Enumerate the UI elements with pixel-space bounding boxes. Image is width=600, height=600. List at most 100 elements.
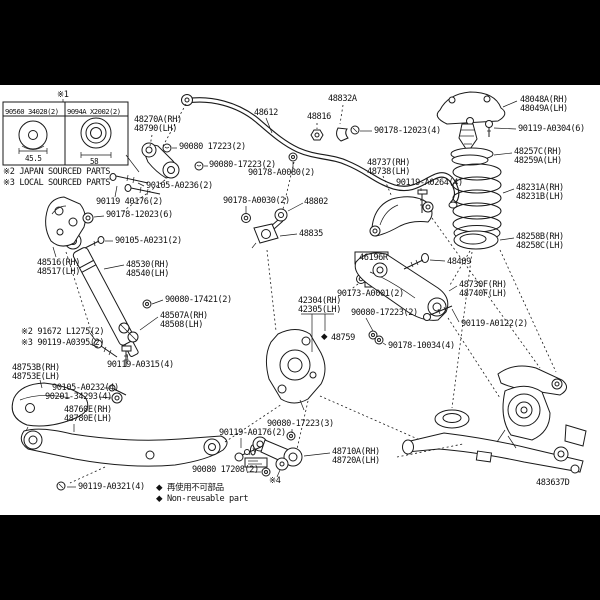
- note-local-sourced: ※3 LOCAL SOURCED PARTS: [3, 178, 111, 188]
- part-label-90080-17223c: 90080-17223(2): [351, 308, 418, 318]
- part-label-48231b: 48231B(LH): [516, 192, 564, 202]
- part-label-90080-17421: 90080-17421(2): [165, 295, 232, 305]
- part-label-48049a: 48049A(LH): [520, 104, 568, 114]
- part-label-48740f: 48740F(LH): [459, 289, 507, 299]
- part-label-90105-a0231: 90105-A0231(2): [115, 236, 182, 246]
- part-label-90178-12023-6: 90178-12023(6): [106, 210, 173, 220]
- stabilizer-bar-drawing: [182, 95, 458, 209]
- part-label-90119-a0395: ※3 90119-A0395(2): [21, 338, 105, 348]
- part-label-48048a: 48048A(RH): [520, 95, 568, 105]
- part-label-48259a: 48259A(LH): [514, 156, 562, 166]
- upper-arm-48737-drawing: [370, 197, 433, 236]
- part-label-48738: 48738(LH): [367, 167, 410, 177]
- arm-48730-drawing: [355, 253, 448, 320]
- bolts-left-icons: [85, 174, 160, 249]
- part-label-48760e: 48760E(RH): [64, 405, 112, 415]
- non-reusable-diamond-icon: ◆: [321, 332, 328, 342]
- part-label-48753e: 48753E(LH): [12, 372, 60, 382]
- ref-mark-4: ※4: [269, 476, 281, 486]
- part-label-48258c: 48258C(LH): [516, 241, 564, 251]
- part-label-42305: 42305(LH): [298, 305, 341, 315]
- part-label-48231a: 48231A(RH): [516, 183, 564, 193]
- part-label-48790: 48790(LH): [134, 124, 177, 134]
- part-label-48517: 48517(LH): [37, 267, 80, 277]
- link-48710-drawing: [251, 437, 303, 466]
- part-label-48508: 48508(LH): [160, 320, 203, 330]
- ref-mark-1: ※1: [57, 90, 69, 100]
- part-label-48710a: 48710A(RH): [332, 447, 380, 457]
- part-label-48730f: 48730F(RH): [459, 280, 507, 290]
- part-label-48270a: 48270A(RH): [134, 115, 182, 125]
- part-label-90178-10034: 90178-10034(4): [388, 341, 455, 351]
- inset-col1-part: 90560 34028(2): [5, 107, 59, 116]
- leader-lines: [40, 101, 517, 487]
- lower-arm-48760-drawing: [21, 429, 227, 466]
- bolt-90119-a0264-icon: [418, 190, 427, 213]
- part-label-48540: 48540(LH): [126, 269, 169, 279]
- bracket-48753-drawing: [12, 383, 88, 433]
- clamp-48832-drawing: [311, 128, 348, 141]
- part-label-48737: 48737(RH): [367, 158, 410, 168]
- upper-arm-48270-drawing: [142, 143, 179, 178]
- part-label-90119-a0122: 90119-A0122(2): [461, 319, 528, 329]
- part-label-48835: 48835: [299, 229, 323, 239]
- part-label-90119-a0176: 90119-A0176(2): [219, 428, 286, 438]
- bolt-90119-a0176-icon: [235, 447, 261, 461]
- bolt-90119-a0315-icon: [122, 346, 131, 367]
- note-japan-sourced: ※2 JAPAN SOURCED PARTS: [3, 167, 111, 177]
- inset-dim2: 58: [90, 157, 99, 166]
- dashed-construction-lines: [66, 104, 556, 483]
- bolt-48409-icon: [404, 254, 429, 270]
- shock-bracket-48516-drawing: [46, 197, 86, 246]
- bolt-90119-a0122-icon: [424, 306, 453, 321]
- part-label-48753b: 48753B(RH): [12, 363, 60, 373]
- part-label-48802: 48802: [304, 197, 328, 207]
- part-label-48507a: 48507A(RH): [160, 311, 208, 321]
- insulator-48258-drawing: [454, 231, 498, 249]
- part-label-90173-a0001: 90173-A0001(2): [337, 289, 404, 299]
- part-label-90178-a0080: 90178-A0080(2): [248, 168, 315, 178]
- spring-support-48048-drawing: [437, 92, 505, 152]
- part-label-90080-17223b: 90080-17223(2): [209, 160, 276, 170]
- part-label-48780e: 48780E(LH): [64, 414, 112, 424]
- part-label-48816: 48816: [307, 112, 331, 122]
- part-label-48409: 48409: [447, 257, 471, 267]
- part-label-90080-17223d: 90080-17223(3): [267, 419, 334, 429]
- part-label-42304: 42304(RH): [298, 296, 341, 306]
- part-label-48720a: 48720A(LH): [332, 456, 380, 466]
- part-label-90178-12023-4: 90178-12023(4): [374, 126, 441, 136]
- part-label-48832a: 48832A: [328, 94, 357, 104]
- part-label-90119-a0315: 90119-A0315(4): [107, 360, 174, 370]
- part-label-90119-a0321: 90119-A0321(4): [78, 482, 145, 492]
- part-label-90119-a0304: 90119-A0304(6): [518, 124, 585, 134]
- figure-code: 483637D: [536, 478, 570, 488]
- legend-diamond-icon-ja: ◆: [156, 483, 163, 493]
- tag-box: [245, 458, 267, 467]
- part-label-48530: 48530(RH): [126, 260, 169, 270]
- cushion-48507-drawing: [119, 323, 138, 342]
- part-label-48257c: 48257C(RH): [514, 147, 562, 157]
- axle-assembly-drawing: [403, 366, 587, 473]
- part-label-48516: 48516(RH): [37, 258, 80, 268]
- inset-col2-part: 9094A X2002(2): [67, 107, 121, 116]
- knuckle-42304-drawing: [266, 330, 325, 411]
- legend-text-en: Non-reusable part: [167, 494, 249, 504]
- part-label-90201-34293: 90201-34293(4): [45, 392, 112, 402]
- part-label-90080-17223a: 90080 17223(2): [179, 142, 246, 152]
- part-label-90178-a0030: 90178-A0030(2): [223, 196, 290, 206]
- part-label-48759: 48759: [331, 333, 355, 343]
- part-label-90105-a0236: 90105-A0236(2): [146, 181, 213, 191]
- inset-box-drawing: [3, 99, 139, 172]
- spring-seat-48257-drawing: [451, 148, 493, 165]
- part-label-90119-a0264: 90119-A0264(4): [396, 178, 463, 188]
- bracket-48835-drawing: [252, 224, 278, 248]
- part-label-90119-40176: 90119 40176(2): [96, 197, 163, 207]
- part-label-90080-17208: 90080 17208(2): [192, 465, 259, 475]
- part-label-48258b: 48258B(RH): [516, 232, 564, 242]
- fastener-icons: [57, 126, 383, 490]
- part-label-90105-a0232: 90105-A0232(4): [52, 383, 119, 393]
- legend-text-ja: 再使用不可部品: [167, 483, 224, 493]
- legend-diamond-icon-en: ◆: [156, 494, 163, 504]
